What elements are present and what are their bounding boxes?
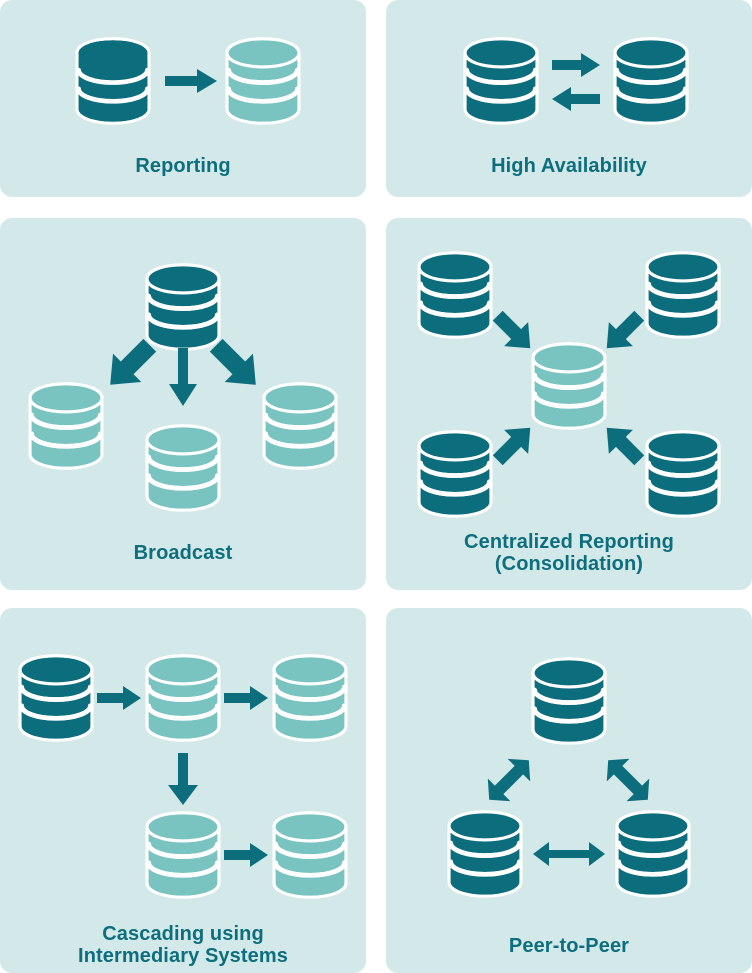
database-source-dark: [70, 33, 156, 129]
database-consolidation-source-top-left: [412, 247, 498, 343]
panel-high-availability[interactable]: High Availability: [386, 0, 752, 197]
peer-to-peer-diagram: [386, 608, 752, 973]
arrow-bottom-right-to-center: [598, 419, 648, 469]
panel-centralized-reporting[interactable]: Centralized Reporting (Consolidation): [386, 218, 752, 590]
panel-caption-high-availability: High Availability: [491, 155, 647, 177]
arrow-top-right-to-center: [598, 307, 648, 357]
panel-caption-peer-to-peer: Peer-to-Peer: [508, 935, 630, 957]
database-peer-top: [526, 653, 612, 749]
panel-caption-cascading-line1: Cascading using: [102, 923, 264, 945]
database-consolidated-target: [526, 338, 612, 434]
database-peer-bottom-left: [442, 806, 528, 902]
database-broadcast-replica-right: [257, 378, 343, 474]
panel-reporting[interactable]: Reporting: [0, 0, 366, 197]
database-consolidation-source-bottom-left: [412, 426, 498, 522]
database-cascading-replica-bottom-right: [267, 807, 353, 903]
database-primary: [458, 33, 544, 129]
arrow-bottom-center-to-bottom-right: [224, 843, 268, 867]
database-consolidation-source-top-right: [640, 247, 726, 343]
panel-broadcast[interactable]: Broadcast: [0, 218, 366, 590]
arrow-peer-top-to-bottom-right: [600, 752, 656, 808]
arrow-source-to-intermediary: [97, 686, 141, 710]
panel-caption-centralized-reporting-line2: (Consolidation): [494, 553, 644, 575]
database-broadcast-replica-left: [23, 378, 109, 474]
database-consolidation-source-bottom-right: [640, 426, 726, 522]
arrow-intermediary-to-bottom: [168, 753, 198, 805]
database-replica-light: [220, 33, 306, 129]
arrow-standby-to-primary: [552, 87, 600, 111]
arrow-intermediary-to-replica-top-right: [224, 686, 268, 710]
broadcast-diagram: [0, 218, 366, 590]
panel-caption-broadcast: Broadcast: [133, 542, 233, 564]
arrow-source-to-replica: [165, 68, 217, 94]
cascading-diagram: [0, 608, 366, 973]
panel-caption-cascading-line2: Intermediary Systems: [78, 945, 288, 967]
panel-caption-reporting: Reporting: [135, 155, 231, 177]
arrow-bottom-left-to-center: [489, 419, 539, 469]
database-cascading-source: [13, 650, 99, 746]
database-standby: [608, 33, 694, 129]
arrow-broadcast-to-left: [100, 335, 160, 395]
arrow-peer-top-to-bottom-left: [481, 752, 537, 808]
arrow-primary-to-standby: [552, 53, 600, 77]
panel-caption-centralized-reporting-line1: Centralized Reporting: [464, 531, 674, 553]
arrow-broadcast-to-right: [206, 335, 266, 395]
panel-peer-to-peer[interactable]: Peer-to-Peer: [386, 608, 752, 973]
database-broadcast-source: [140, 259, 226, 355]
reporting-diagram: [0, 0, 366, 197]
arrow-top-left-to-center: [489, 307, 539, 357]
centralized-reporting-diagram: [386, 218, 752, 590]
database-peer-bottom-right: [610, 806, 696, 902]
high-availability-diagram: [386, 0, 752, 197]
arrow-peer-bottom-left-to-bottom-right: [533, 841, 605, 867]
database-broadcast-replica-center: [140, 420, 226, 516]
arrow-broadcast-to-center: [169, 348, 197, 406]
database-cascading-replica-top-right: [267, 650, 353, 746]
panel-cascading[interactable]: Cascading using Intermediary Systems: [0, 608, 366, 973]
database-cascading-replica-bottom-center: [140, 807, 226, 903]
database-cascading-intermediary: [140, 650, 226, 746]
